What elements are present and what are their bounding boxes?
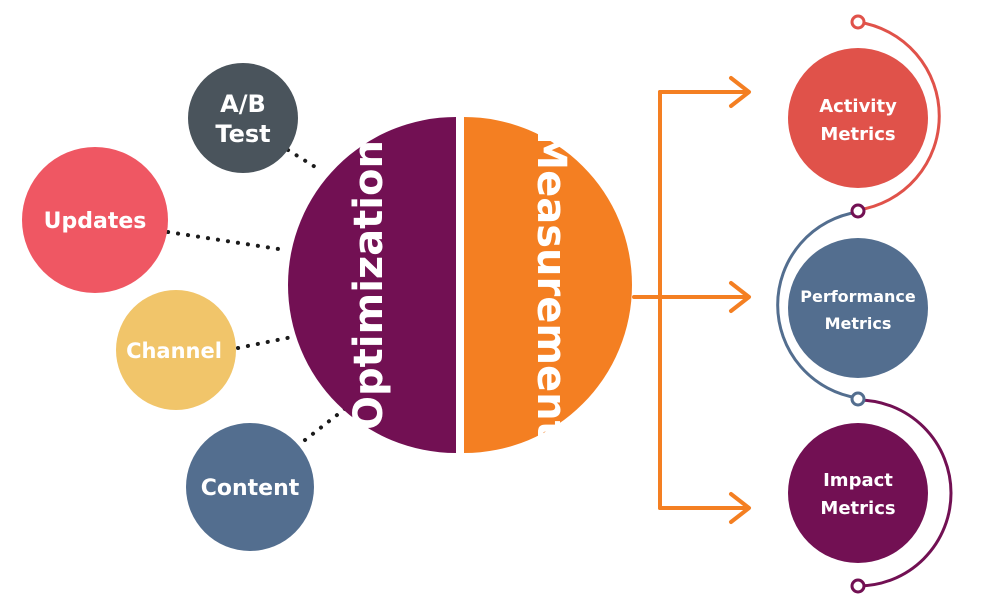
bracket-impact: [857, 398, 953, 588]
left-connectors: [166, 148, 348, 442]
arrowhead-impact: [729, 492, 751, 524]
node-impact-line2: Metrics: [820, 498, 895, 519]
connector-updates: [166, 230, 287, 252]
arrowhead-performance: [729, 281, 751, 313]
node-activity-line1: Activity: [819, 96, 897, 117]
node-channel: Channel: [116, 290, 236, 410]
node-ab-test-line2: Test: [215, 120, 270, 148]
node-performance-line2: Metrics: [825, 314, 892, 333]
node-performance-metrics: Performance Metrics: [788, 238, 928, 378]
bracket-dot-bottom: [850, 578, 866, 594]
node-channel-label: Channel: [126, 339, 222, 363]
bracket-dot-lower: [850, 391, 866, 407]
measurement-arrows: [632, 76, 751, 524]
bracket-performance: [776, 210, 859, 400]
arrowhead-activity: [729, 76, 751, 108]
node-performance-circle: [788, 238, 928, 378]
node-content: Content: [186, 423, 314, 551]
bracket-dot-top: [850, 14, 866, 30]
node-impact-metrics: Impact Metrics: [788, 423, 928, 563]
node-activity-line2: Metrics: [820, 124, 895, 145]
center-circle: Optimization Measurement: [288, 117, 632, 453]
connector-ab-test: [286, 148, 322, 172]
connector-content: [303, 406, 348, 442]
node-content-circle: [186, 423, 314, 551]
node-updates-circle: [22, 147, 168, 293]
optimization-half: [288, 117, 456, 453]
node-activity-circle: [788, 48, 928, 188]
optimization-label: Optimization: [346, 140, 392, 430]
node-activity-metrics: Activity Metrics: [788, 48, 928, 188]
right-brackets: [776, 14, 953, 594]
node-content-label: Content: [201, 476, 300, 501]
connector-channel: [236, 335, 294, 350]
node-ab-test: A/B Test: [188, 63, 298, 173]
measurement-label: Measurement: [528, 130, 574, 439]
bracket-activity: [857, 20, 941, 212]
node-impact-circle: [788, 423, 928, 563]
node-updates-label: Updates: [44, 209, 147, 234]
node-ab-test-line1: A/B: [220, 90, 266, 118]
node-ab-test-circle: [188, 63, 298, 173]
measurement-half: [464, 117, 632, 453]
node-performance-line1: Performance: [800, 287, 916, 306]
node-impact-line1: Impact: [823, 470, 893, 491]
node-updates: Updates: [22, 147, 168, 293]
node-channel-circle: [116, 290, 236, 410]
bracket-dot-upper: [850, 203, 866, 219]
